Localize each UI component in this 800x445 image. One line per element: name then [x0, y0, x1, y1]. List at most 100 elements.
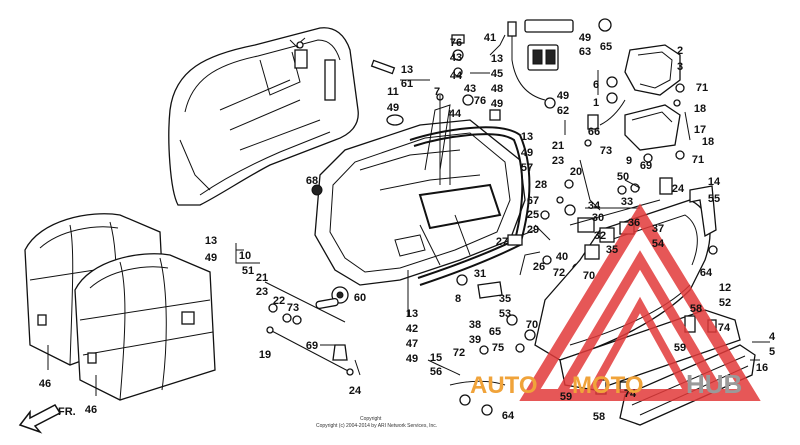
part-label-l72a: 72	[553, 267, 565, 279]
front-direction-arrow	[18, 404, 62, 434]
part-label-l66: 66	[588, 126, 600, 138]
part-label-l62: 62	[557, 105, 569, 117]
part-label-l4: 4	[769, 331, 776, 343]
part-label-l3: 3	[677, 61, 683, 73]
part-label-l59a: 59	[674, 342, 686, 354]
copyright-notice: Copyright (c) 2004-2014 by ARI Network S…	[316, 423, 437, 429]
part-label-l46a: 46	[39, 378, 51, 390]
part-label-l24a: 24	[672, 183, 685, 195]
part-label-l14: 14	[708, 176, 721, 188]
copyright-title: Copyright	[360, 416, 382, 422]
part-label-l71b: 71	[692, 154, 704, 166]
part-label-l54: 54	[652, 238, 665, 250]
part-label-l70a: 70	[583, 270, 595, 282]
part-label-l59b: 59	[560, 391, 572, 403]
part-label-l27: 27	[496, 236, 508, 248]
part-label-l43a: 43	[450, 52, 462, 64]
part-label-l65: 65	[600, 41, 612, 53]
part-label-l20: 20	[570, 166, 582, 178]
part-label-l28: 28	[535, 179, 547, 191]
part-label-l61: 61	[401, 78, 413, 90]
part-label-l74b: 74	[624, 388, 637, 400]
part-label-l47: 47	[406, 338, 418, 350]
part-label-l55: 55	[708, 193, 720, 205]
part-label-l18b: 18	[702, 136, 714, 148]
part-label-l13c: 13	[521, 131, 533, 143]
part-label-l18a: 18	[694, 103, 706, 115]
part-label-l29: 29	[527, 224, 539, 236]
part-label-l65b: 65	[489, 326, 501, 338]
part-label-l7: 7	[434, 86, 440, 98]
part-label-l25: 25	[527, 209, 539, 221]
part-label-l17: 17	[694, 124, 706, 136]
part-label-l49g: 49	[406, 353, 418, 365]
part-label-l50: 50	[617, 171, 629, 183]
part-label-l71a: 71	[696, 82, 708, 94]
part-label-l41: 41	[484, 32, 496, 44]
part-label-l76b: 76	[474, 95, 486, 107]
part-label-l21b: 21	[256, 272, 268, 284]
part-label-l52: 52	[719, 297, 731, 309]
leader-lines	[47, 34, 770, 396]
watermark-word-auto: AUTO	[470, 372, 538, 399]
watermark-text: AUTO MOTO HUB	[470, 369, 742, 399]
part-label-l75: 75	[492, 342, 504, 354]
part-label-l73b: 73	[287, 302, 299, 314]
badge-plate	[524, 18, 612, 71]
part-label-l49f: 49	[205, 252, 217, 264]
part-label-l70b: 70	[526, 319, 538, 331]
part-label-l13a: 13	[401, 64, 413, 76]
tail-light-assembly	[584, 44, 691, 163]
part-label-l15: 15	[430, 352, 442, 364]
part-label-l49e: 49	[521, 147, 533, 159]
part-label-l42: 42	[406, 323, 418, 335]
latch-assembly	[569, 199, 661, 260]
part-label-l53: 53	[499, 308, 511, 320]
part-label-l34: 34	[588, 200, 601, 212]
part-label-l23a: 23	[552, 155, 564, 167]
part-label-l2: 2	[677, 45, 683, 57]
inner-bags	[24, 213, 216, 401]
part-label-l6: 6	[593, 79, 599, 91]
part-label-l1: 1	[593, 97, 599, 109]
part-label-l12: 12	[719, 282, 731, 294]
part-label-l13e: 13	[406, 308, 418, 320]
part-label-l76a: 76	[450, 37, 462, 49]
part-label-l49a: 49	[579, 32, 591, 44]
part-label-l21a: 21	[552, 140, 564, 152]
part-label-l37: 37	[652, 223, 664, 235]
part-label-l67: 67	[527, 195, 539, 207]
part-label-l63: 63	[579, 46, 591, 58]
part-label-l64a: 64	[700, 267, 713, 279]
seal-strip	[409, 126, 531, 286]
part-label-l26: 26	[533, 261, 545, 273]
part-label-l38: 38	[469, 319, 481, 331]
watermark-logo	[519, 203, 761, 401]
part-label-l44b: 44	[449, 108, 462, 120]
watermark-word-hub: HUB	[686, 369, 742, 399]
part-label-l10: 10	[239, 250, 251, 262]
part-label-l44a: 44	[450, 70, 463, 82]
part-label-l39: 39	[469, 334, 481, 346]
part-label-l51: 51	[242, 265, 254, 277]
release-cable	[507, 21, 556, 109]
hinge-bracket	[617, 177, 717, 238]
part-label-l73a: 73	[600, 145, 612, 157]
part-label-l32: 32	[594, 230, 606, 242]
part-label-l33: 33	[621, 196, 633, 208]
part-label-l58b: 58	[593, 411, 605, 423]
part-label-l48: 48	[491, 83, 503, 95]
part-label-l8: 8	[455, 293, 461, 305]
part-label-l69b: 69	[306, 340, 318, 352]
part-label-l68: 68	[306, 175, 318, 187]
watermark-word-moto: MOTO	[572, 372, 644, 399]
part-label-l60: 60	[354, 292, 366, 304]
part-label-l57: 57	[521, 162, 533, 174]
part-label-l13b: 13	[491, 53, 503, 65]
part-label-l45: 45	[491, 68, 503, 80]
front-direction-label: FR.	[58, 406, 76, 418]
part-label-l16: 16	[756, 362, 768, 374]
